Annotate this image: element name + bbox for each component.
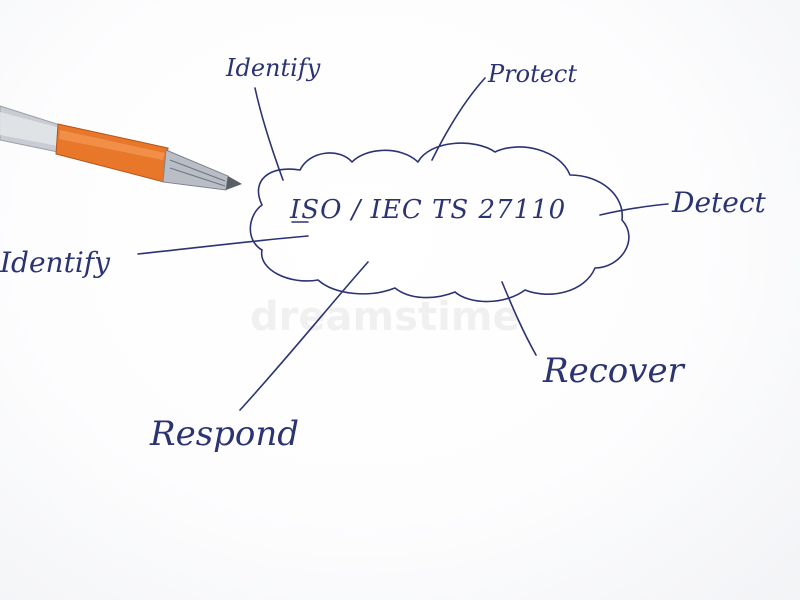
line-identify-left — [137, 235, 309, 255]
branch-label-detect: Detect — [671, 186, 767, 219]
line-respond — [239, 261, 369, 411]
line-detect — [599, 203, 669, 216]
line-protect — [431, 77, 486, 161]
branch-label-identify-top: Identify — [225, 54, 321, 82]
branch-label-respond: Respond — [149, 414, 299, 454]
branch-label-recover: Recover — [542, 351, 686, 391]
branch-label-identify-left: Identify — [0, 246, 111, 279]
center-label: ISO / IEC TS 27110 — [289, 195, 566, 225]
line-identify-top — [254, 87, 284, 181]
line-recover — [501, 281, 537, 356]
center-cloud-shape — [249, 142, 630, 303]
branch-label-protect: Protect — [487, 60, 577, 88]
pen-icon — [0, 105, 242, 191]
watermark-text: dreamstime — [250, 294, 520, 340]
